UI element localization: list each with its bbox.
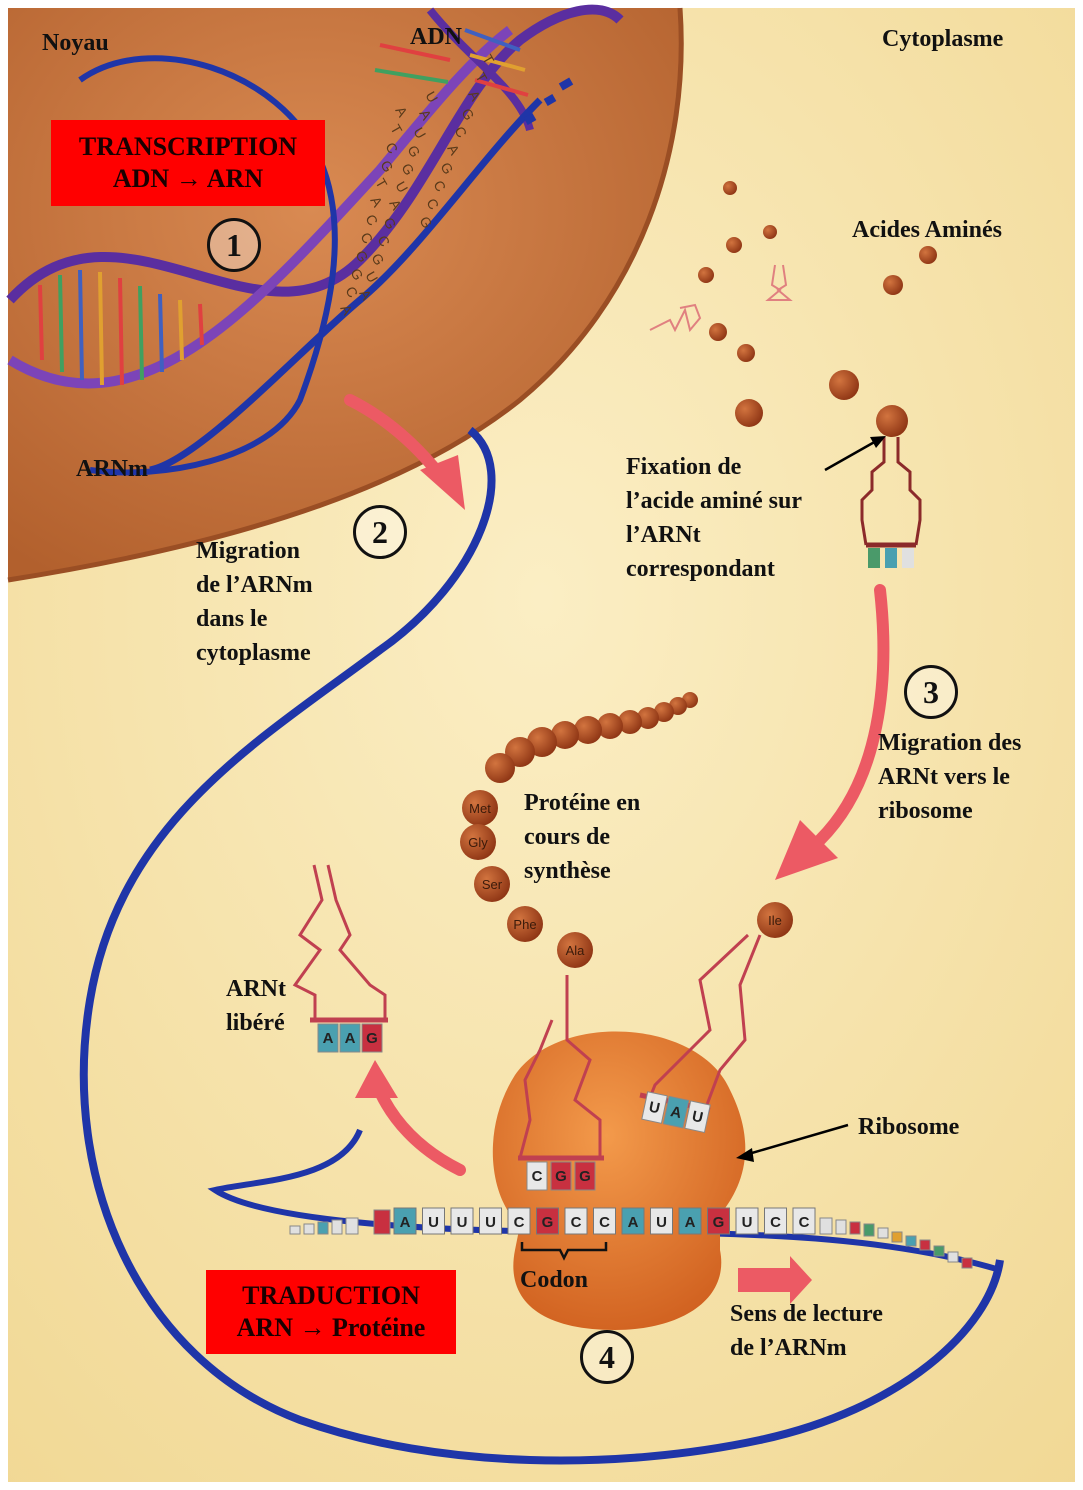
label-migration-arnm-line: cytoplasme: [196, 636, 313, 670]
label-sens-lecture-line: de l’ARNm: [730, 1331, 883, 1365]
step-3: 3: [904, 665, 958, 719]
label-codon: Codon: [520, 1263, 588, 1297]
step-4: 4: [580, 1330, 634, 1384]
trna-charged-anticodon: [868, 548, 914, 568]
mrna-base-letter: A: [685, 1214, 696, 1231]
mrna-base-letter: C: [799, 1214, 810, 1231]
label-cytoplasme: Cytoplasme: [882, 22, 1003, 56]
anticodon-letter: C: [532, 1168, 543, 1185]
label-acides-amines: Acides Aminés: [852, 213, 1002, 247]
box-traduction-line: ARN → Protéine: [206, 1312, 456, 1344]
label-migration-arnm-line: dans le: [196, 602, 313, 636]
label-proteine-line: synthèse: [524, 854, 640, 888]
amino-acid-label: Gly: [468, 835, 488, 850]
mrna-base-letter: C: [514, 1214, 525, 1231]
amino-acid-label: Phe: [513, 917, 536, 932]
label-migration-arnm: Migration de l’ARNm dans le cytoplasme: [196, 534, 313, 670]
mrna-base-letter: A: [628, 1214, 639, 1231]
box-transcription-line: ADN → ARN: [51, 163, 325, 195]
step-1: 1: [207, 218, 261, 272]
label-sens-lecture-line: Sens de lecture: [730, 1297, 883, 1331]
anticodon-letter: A: [323, 1030, 334, 1047]
mrna-base-letter: C: [599, 1214, 610, 1231]
label-noyau: Noyau: [42, 26, 109, 60]
label-fixation-line: Fixation de: [626, 450, 802, 484]
step-2: 2: [353, 505, 407, 559]
label-ribosome: Ribosome: [858, 1110, 959, 1144]
mrna-base-letter: A: [400, 1214, 411, 1231]
label-arnm: ARNm: [76, 452, 148, 486]
mrna-base-letter: U: [485, 1214, 496, 1231]
anticodon-letter: G: [555, 1168, 567, 1185]
amino-acid-label: Met: [469, 801, 491, 816]
label-arnt-libere-line: libéré: [226, 1006, 286, 1040]
amino-acid-label: Ser: [482, 877, 503, 892]
label-proteine: Protéine en cours de synthèse: [524, 786, 640, 888]
mrna-base-letter: C: [571, 1214, 582, 1231]
label-sens-lecture: Sens de lecture de l’ARNm: [730, 1297, 883, 1365]
label-fixation-line: correspondant: [626, 552, 802, 586]
label-migration-arnt-line: ARNt vers le: [878, 760, 1021, 794]
mrna-base-letter: U: [656, 1214, 667, 1231]
box-transcription: TRANSCRIPTION ADN → ARN: [51, 120, 325, 206]
mrna-base-letter: G: [542, 1214, 554, 1231]
label-fixation-line: l’acide aminé sur: [626, 484, 802, 518]
anticodon-letter: G: [366, 1030, 378, 1047]
amino-acid-label: Ala: [566, 943, 586, 958]
label-arnt-libere: ARNt libéré: [226, 972, 286, 1040]
mrna-base-letter: G: [713, 1214, 725, 1231]
anticodon-letter: G: [579, 1168, 591, 1185]
label-migration-arnt-line: Migration des: [878, 726, 1021, 760]
mrna-base-letter: U: [742, 1214, 753, 1231]
box-transcription-line: TRANSCRIPTION: [51, 131, 325, 163]
mrna-base-letter: U: [428, 1214, 439, 1231]
amino-acid-label: Ile: [768, 913, 782, 928]
label-migration-arnt: Migration des ARNt vers le ribosome: [878, 726, 1021, 828]
label-proteine-line: cours de: [524, 820, 640, 854]
label-fixation-line: l’ARNt: [626, 518, 802, 552]
label-adn: ADN: [410, 20, 462, 54]
anticodon-letter: A: [345, 1030, 356, 1047]
box-traduction-line: TRADUCTION: [206, 1280, 456, 1312]
mrna-base-letter: C: [770, 1214, 781, 1231]
mrna-base-letter: U: [457, 1214, 468, 1231]
label-fixation: Fixation de l’acide aminé sur l’ARNt cor…: [626, 450, 802, 586]
label-migration-arnm-line: Migration: [196, 534, 313, 568]
label-migration-arnm-line: de l’ARNm: [196, 568, 313, 602]
label-arnt-libere-line: ARNt: [226, 972, 286, 1006]
label-migration-arnt-line: ribosome: [878, 794, 1021, 828]
label-proteine-line: Protéine en: [524, 786, 640, 820]
box-traduction: TRADUCTION ARN → Protéine: [206, 1270, 456, 1354]
